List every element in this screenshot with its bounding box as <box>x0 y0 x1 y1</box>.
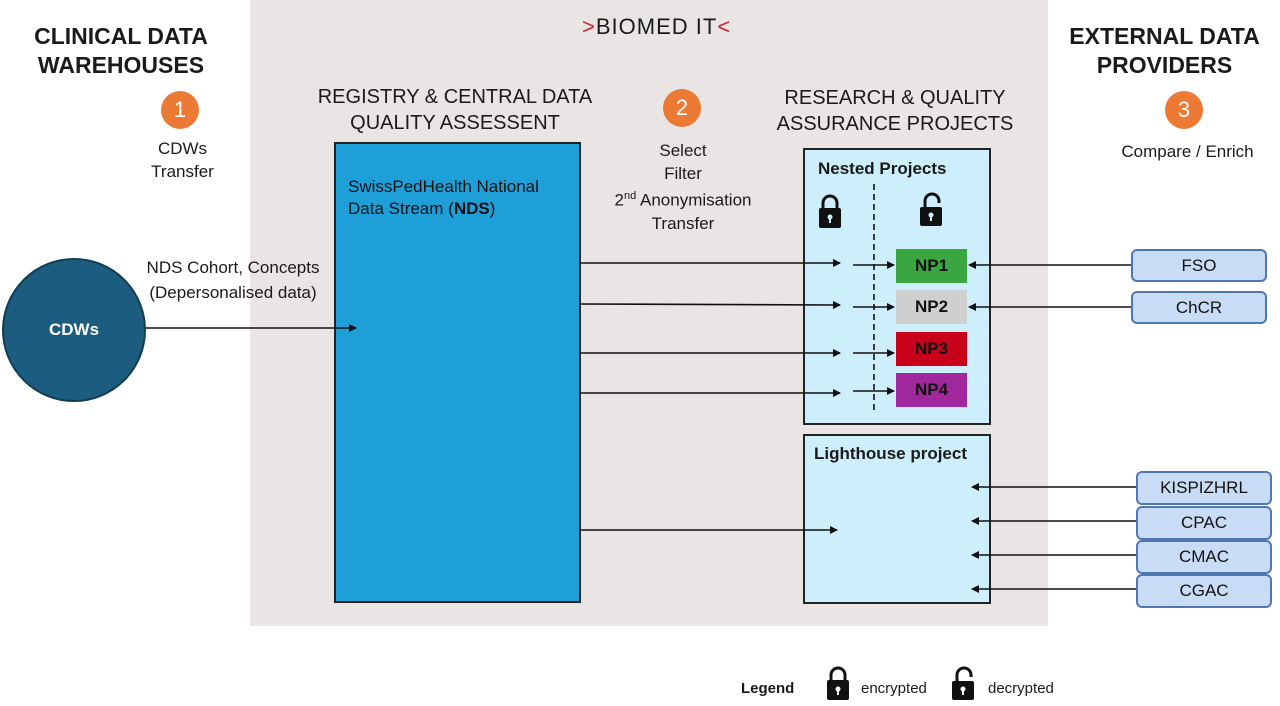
step-2-line-select: Select <box>659 141 707 160</box>
step-2-badge: 2 <box>663 89 701 127</box>
step-3-badge: 3 <box>1165 91 1203 129</box>
cdws-node: CDWs <box>2 258 146 402</box>
brand-chevron-close: < <box>717 14 732 39</box>
provider-cgac: CGAC <box>1136 574 1272 608</box>
legend-decrypted-label: decrypted <box>988 680 1054 697</box>
step-3-label: Compare / Enrich <box>1121 142 1254 161</box>
step-2-line-anonymisation: 2nd Anonymisation <box>614 190 752 210</box>
step-2-label: Select Filter 2nd Anonymisation Transfer <box>598 139 768 235</box>
external-data-providers-title: EXTERNAL DATA PROVIDERS <box>1069 23 1260 78</box>
lighthouse-project-box <box>803 434 991 604</box>
nested-projects-title: Nested Projects <box>818 159 947 178</box>
legend-lock-open-icon <box>952 666 974 700</box>
lock-closed-icon <box>819 194 841 228</box>
registry-section-title: REGISTRY & CENTRAL DATA QUALITY ASSESSEN… <box>317 86 593 134</box>
biomed-it-logo: >BIOMED IT< <box>582 14 731 40</box>
clinical-data-warehouses-title: CLINICAL DATA WAREHOUSES <box>34 23 208 78</box>
brand-name: BIOMED IT <box>595 14 718 39</box>
research-section-title: RESEARCH & QUALITY ASSURANCE PROJECTS <box>776 87 1014 135</box>
step-2-line-transfer: Transfer <box>651 213 715 233</box>
step-1-badge: 1 <box>161 91 199 129</box>
provider-chcr: ChCR <box>1131 291 1267 324</box>
nds-text-prefix: SwissPedHealth National Data Stream ( <box>348 177 539 218</box>
lighthouse-project-title: Lighthouse project <box>814 444 967 463</box>
cdw-flow-label: NDS Cohort, Concepts (Depersonalised dat… <box>146 258 320 302</box>
nds-description: SwissPedHealth National Data Stream (NDS… <box>348 176 573 220</box>
brand-chevron-open: > <box>582 14 596 39</box>
provider-cmac: CMAC <box>1136 540 1272 574</box>
nds-registry-box <box>334 142 581 603</box>
provider-fso: FSO <box>1131 249 1267 282</box>
np4-box: NP4 <box>896 373 967 407</box>
legend-encrypted-label: encrypted <box>861 680 927 697</box>
provider-kispizhrl: KISPIZHRL <box>1136 471 1272 505</box>
provider-cpac: CPAC <box>1136 506 1272 540</box>
lock-open-icon <box>920 192 942 226</box>
step-2-line-filter: Filter <box>664 164 702 183</box>
step-1-label: CDWs Transfer <box>151 139 214 181</box>
legend-lock-closed-icon <box>827 666 849 700</box>
nds-text-bold: NDS <box>453 199 490 218</box>
legend-title: Legend <box>741 680 795 697</box>
arrow-nds-to-np2-lane <box>578 300 841 309</box>
np2-box: NP2 <box>896 290 967 324</box>
np1-box: NP1 <box>896 249 967 283</box>
nds-text-suffix: ) <box>489 199 496 218</box>
np3-box: NP3 <box>896 332 967 366</box>
